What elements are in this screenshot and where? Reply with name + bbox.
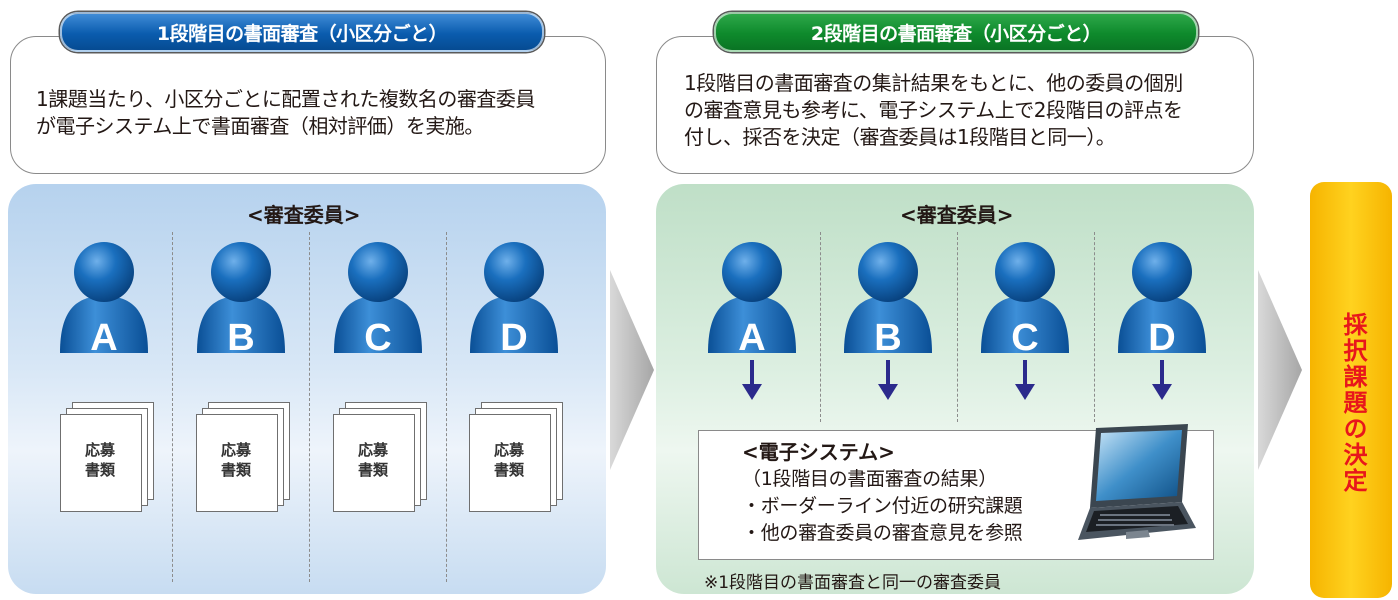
reviewer-letter: A bbox=[90, 317, 118, 359]
down-arrow-icon bbox=[878, 360, 898, 400]
stage2-description-line-1: 1段階目の書面審査の集計結果をもとに、他の委員の個別 bbox=[684, 71, 1183, 95]
stage2-description-box bbox=[656, 36, 1254, 174]
person-icon bbox=[1118, 242, 1206, 353]
reviewer-letter: B bbox=[227, 317, 255, 359]
stage1-divider bbox=[309, 232, 310, 582]
stage2-description-line-2: の審査意見も参考に、電子システム上で2段階目の評点を bbox=[684, 98, 1183, 122]
system-line: ・他の審査委員の審査意見を参照 bbox=[742, 522, 1023, 544]
person-icon bbox=[708, 242, 796, 353]
stage1-divider bbox=[172, 232, 173, 582]
right-arrow-icon bbox=[1258, 270, 1302, 470]
stage2-divider bbox=[1094, 232, 1095, 422]
person-icon bbox=[844, 242, 932, 353]
down-arrow-icon bbox=[1152, 360, 1172, 400]
person-icon bbox=[470, 242, 558, 353]
document-stack-icon: 応募書類 bbox=[333, 402, 427, 514]
document-label: 応募書類 bbox=[493, 441, 524, 479]
reviewer-letter: D bbox=[1148, 317, 1176, 359]
document-stack-icon: 応募書類 bbox=[469, 402, 563, 514]
stage2-panel-title: <審査委員> bbox=[900, 203, 1014, 227]
person-icon bbox=[981, 242, 1069, 353]
system-line: （1段階目の書面審査の結果） bbox=[742, 468, 997, 490]
reviewer-letter: A bbox=[738, 317, 766, 359]
stage1-divider bbox=[446, 232, 447, 582]
down-arrow-icon bbox=[742, 360, 762, 400]
person-icon bbox=[197, 242, 285, 353]
stage2-divider bbox=[820, 232, 821, 422]
laptop-icon bbox=[1078, 424, 1196, 540]
stage1-description-line-2: が電子システム上で書面審査（相対評価）を実施。 bbox=[36, 114, 484, 138]
document-label: 応募書類 bbox=[220, 441, 251, 479]
down-arrow-icon bbox=[1015, 360, 1035, 400]
stage1-panel-title: <審査委員> bbox=[247, 203, 361, 227]
document-stack-icon: 応募書類 bbox=[60, 402, 154, 514]
document-label: 応募書類 bbox=[357, 441, 388, 479]
reviewer-letter: C bbox=[1011, 317, 1039, 359]
stage2-description-line-3: 付し、採否を決定（審査委員は1段階目と同一）。 bbox=[684, 125, 1116, 149]
reviewer-letter: C bbox=[364, 317, 392, 359]
system-line: ・ボーダーライン付近の研究課題 bbox=[742, 495, 1023, 517]
stage2-divider bbox=[957, 232, 958, 422]
person-icon bbox=[60, 242, 148, 353]
stage2-pill-label: 2段階目の書面審査（小区分ごと） bbox=[714, 12, 1198, 52]
person-icon bbox=[334, 242, 422, 353]
system-title: <電子システム> bbox=[742, 440, 895, 464]
result-label: 採択課題の決定 bbox=[1339, 312, 1367, 494]
stage2-note: ※1段階目の書面審査と同一の審査委員 bbox=[704, 573, 1002, 593]
stage1-pill-label: 1段階目の書面審査（小区分ごと） bbox=[60, 12, 544, 52]
document-label: 応募書類 bbox=[84, 441, 115, 479]
document-stack-icon: 応募書類 bbox=[196, 402, 290, 514]
reviewer-letter: B bbox=[874, 317, 902, 359]
right-arrow-icon bbox=[610, 270, 654, 470]
stage1-description-line-1: 1課題当たり、小区分ごとに配置された複数名の審査委員 bbox=[36, 87, 535, 111]
stage1-description-box bbox=[10, 36, 606, 174]
result-box bbox=[1310, 182, 1392, 598]
reviewer-letter: D bbox=[500, 317, 528, 359]
